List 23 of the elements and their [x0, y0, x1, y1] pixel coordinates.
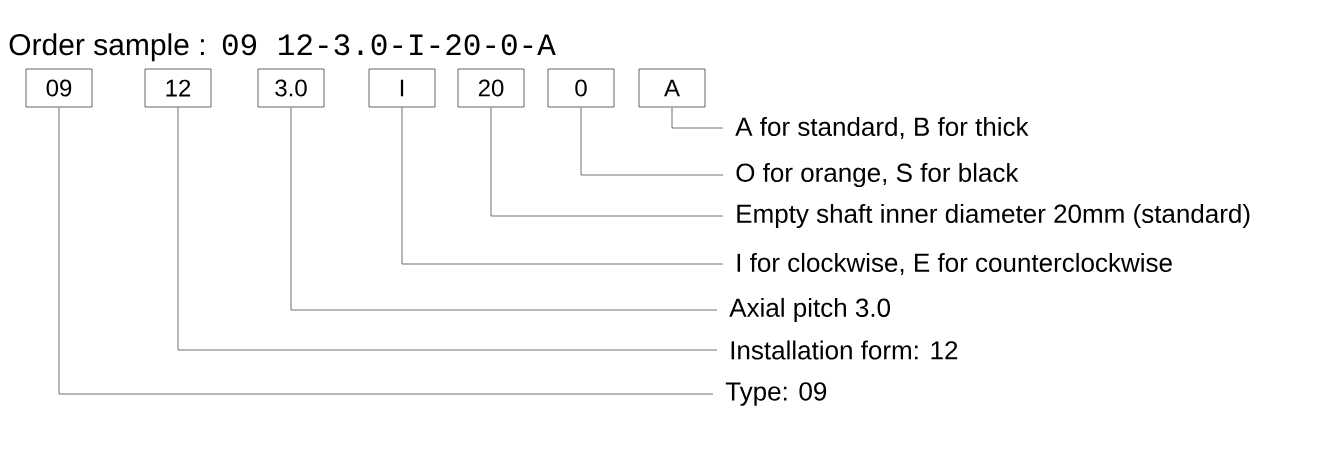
description-text: Empty shaft inner diameter 20mm (standard): [737, 203, 1250, 229]
description-text: O for orange, S for black: [736, 162, 1019, 188]
code-box: 09: [25, 68, 93, 108]
description-text: Type: 09: [725, 382, 827, 406]
code-box: I: [368, 68, 436, 108]
leader-line: [401, 107, 724, 265]
description-text: A for standard, B for thick: [735, 116, 1029, 140]
code-box: 12: [144, 68, 212, 108]
leader-line: [671, 107, 724, 129]
code-box: 3.0: [257, 68, 325, 108]
leader-line: [490, 107, 724, 217]
title: Order sample :: [9, 33, 204, 62]
description-text: Axial pitch 3.0: [729, 297, 890, 323]
order-code: 09 12-3.0-I-20-0-A: [222, 34, 556, 56]
description-text: I for clockwise, E for counterclockwise: [737, 252, 1172, 276]
leader-line: [290, 107, 718, 311]
leader-line: [58, 107, 714, 395]
code-box: A: [638, 68, 706, 108]
description-text: Installation form: 12: [731, 340, 958, 360]
code-box: 0: [547, 68, 615, 108]
leader-line: [177, 107, 718, 351]
code-box: 20: [457, 68, 525, 108]
leader-line: [580, 107, 724, 176]
